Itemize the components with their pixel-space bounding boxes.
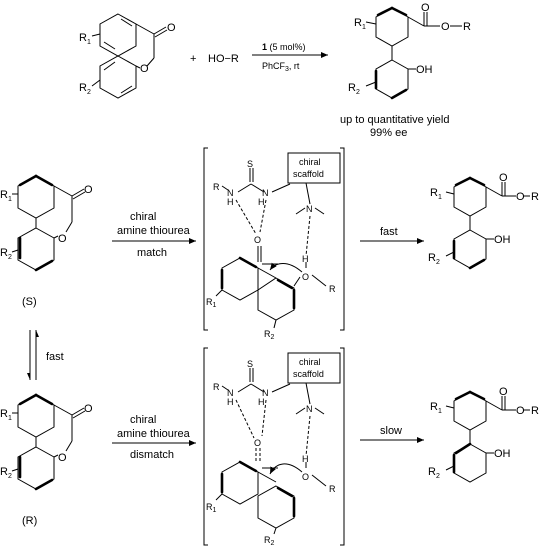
match-product-arrow-label: fast [380, 226, 398, 238]
r-lactone [11, 393, 86, 491]
match-prod-carbonyl-o: O [499, 172, 508, 184]
prod-top-r: R [463, 21, 471, 33]
dismatch-prod-ester-o: O [516, 405, 525, 417]
match-arrow-line1: chiral [130, 211, 156, 223]
top-product-biaryl [365, 6, 462, 100]
catalyst-loading: 1 (5 mol%) [262, 42, 306, 52]
dismatch-prod-r2: R2 [428, 466, 440, 480]
match-scaffold-line2: scaffold [293, 169, 324, 179]
top-ring-o: O [140, 63, 149, 75]
dismatch-alcohol-h: H [302, 454, 309, 464]
match-amine-n: N [306, 204, 313, 214]
match-prod-ester-o: O [516, 191, 525, 203]
match-alcohol-h: H [302, 254, 309, 264]
dismatch-scaffold-line2: scaffold [293, 369, 324, 379]
r-ring-o: O [58, 452, 67, 464]
s-r2: R2 [0, 247, 12, 261]
dismatch-r: R [213, 382, 220, 392]
s-lactone [11, 174, 86, 272]
top-r1-label: R1 [79, 32, 91, 46]
plus-sign: + [190, 53, 196, 65]
dismatch-amine-n: N [306, 404, 313, 414]
dismatch-arrow-line1: chiral [130, 414, 156, 426]
prod-top-carbonyl-o: O [421, 2, 430, 14]
match-product-biaryl [445, 176, 530, 270]
match-transition-state [203, 147, 345, 331]
match-prod-r: R [531, 191, 539, 203]
dismatch-alcohol-o: O [302, 472, 309, 482]
dismatch-prod-r: R [531, 405, 539, 417]
dismatch-r2: R2 [264, 535, 275, 547]
prod-top-r1: R1 [354, 17, 366, 31]
match-thio-s: S [247, 159, 253, 169]
top-reactant-lactone [91, 13, 168, 99]
match-arrow-line3: match [137, 247, 167, 259]
dismatch-nh-right-n: N [262, 388, 269, 398]
match-nh-right-n: N [262, 188, 269, 198]
s-stereo-label: (S) [22, 296, 37, 308]
prod-top-ester-o: O [441, 21, 450, 33]
dismatch-thio-s: S [247, 359, 253, 369]
dismatch-scaffold-line1: chiral [299, 357, 321, 367]
r-r2: R2 [0, 466, 12, 480]
dismatch-arrow-line3: dismatch [130, 449, 174, 461]
match-r1: R1 [206, 297, 217, 309]
dismatch-nh-left-h: H [227, 397, 234, 407]
top-r2-label: R2 [79, 82, 91, 96]
dismatch-prod-r1: R1 [430, 401, 442, 415]
match-carbonyl-o: O [254, 235, 261, 245]
r-carbonyl-o: O [84, 403, 93, 415]
dismatch-r1: R1 [206, 502, 217, 514]
match-r: R [213, 182, 220, 192]
match-alcohol-r: R [329, 284, 336, 294]
match-nh-left-h: H [227, 197, 234, 207]
alcohol-reagent: HO−R [208, 53, 239, 65]
s-ring-o: O [58, 233, 67, 245]
r-r1: R1 [0, 408, 12, 422]
dismatch-nh-right-h: H [258, 397, 265, 407]
top-carbonyl-o: O [167, 22, 176, 34]
match-alcohol-o: O [302, 272, 309, 282]
equilibrium-label: fast [46, 351, 64, 363]
dismatch-carbonyl-o: O [254, 438, 261, 448]
dismatch-prod-oh: OH [494, 448, 511, 460]
match-prod-r1: R1 [430, 187, 442, 201]
match-prod-r2: R2 [428, 252, 440, 266]
ee-text: 99% ee [370, 127, 407, 139]
s-r1: R1 [0, 189, 12, 203]
prod-top-oh: OH [416, 64, 433, 76]
match-arrow-line2: amine thiourea [117, 225, 191, 237]
dismatch-product-arrow-label: slow [380, 425, 402, 437]
dismatch-nh-left-n: N [227, 388, 234, 398]
dismatch-alcohol-r: R [329, 484, 336, 494]
s-carbonyl-o: O [84, 184, 93, 196]
yield-text: up to quantitative yield [340, 114, 449, 126]
match-nh-left-n: N [227, 188, 234, 198]
dismatch-arrow-line2: amine thiourea [117, 428, 191, 440]
dismatch-product-biaryl [445, 390, 530, 483]
dismatch-transition-state [203, 347, 345, 546]
prod-top-r2: R2 [348, 82, 360, 96]
r-stereo-label: (R) [22, 515, 37, 527]
match-prod-oh: OH [494, 234, 511, 246]
match-nh-right-h: H [258, 197, 265, 207]
dismatch-prod-carbonyl-o: O [499, 386, 508, 398]
solvent-conditions: PhCF3, rt [262, 61, 300, 73]
match-scaffold-line1: chiral [299, 157, 321, 167]
match-r2: R2 [264, 329, 275, 341]
